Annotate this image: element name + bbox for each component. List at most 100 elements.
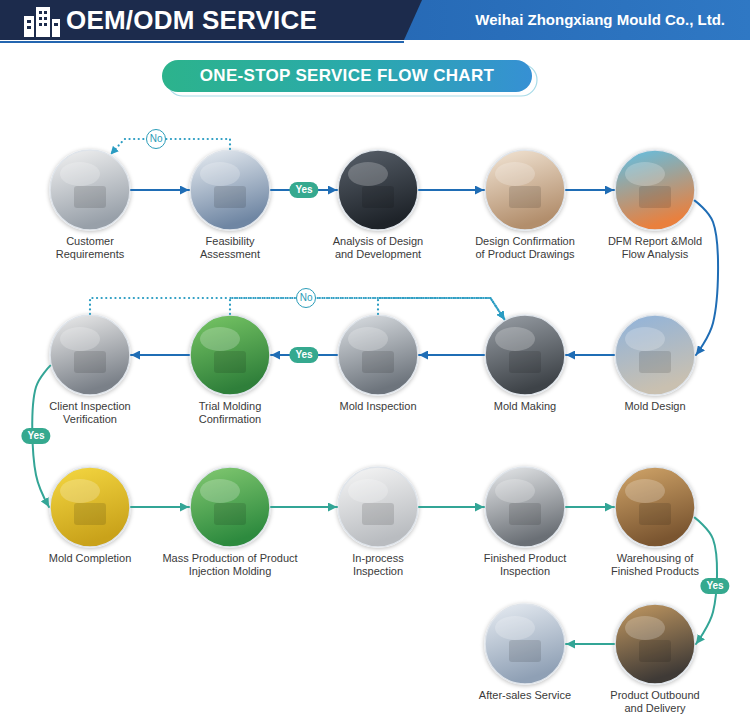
photo-circle bbox=[614, 149, 696, 231]
building-block bbox=[24, 16, 34, 37]
photo-disc bbox=[190, 315, 270, 395]
photo-disc bbox=[190, 467, 270, 547]
flow-arrow bbox=[695, 201, 718, 355]
photo-highlight bbox=[625, 327, 665, 351]
photo-subject bbox=[214, 503, 246, 525]
photo-highlight bbox=[60, 479, 100, 503]
flow-arrow bbox=[419, 354, 484, 356]
step-label: Mold Completion bbox=[38, 552, 143, 565]
process-step: After-sales Service bbox=[484, 603, 566, 685]
building-window bbox=[44, 23, 47, 26]
retry-arrow bbox=[378, 298, 505, 319]
photo-subject bbox=[639, 186, 671, 208]
process-step: In-process Inspection bbox=[337, 466, 419, 548]
step-label: Warehousing of Finished Products bbox=[603, 552, 708, 578]
photo-highlight bbox=[60, 327, 100, 351]
step-label: In-process Inspection bbox=[328, 552, 428, 578]
photo-highlight bbox=[200, 162, 240, 186]
photo-circle bbox=[49, 314, 131, 396]
photo-subject bbox=[362, 186, 394, 208]
header-band bbox=[0, 0, 750, 40]
photo-subject bbox=[639, 503, 671, 525]
step-label: Finished Product Inspection bbox=[473, 552, 578, 578]
photo-subject bbox=[509, 503, 541, 525]
photo-circle bbox=[49, 466, 131, 548]
photo-disc bbox=[615, 467, 695, 547]
step-caption: Feasibility Assessment bbox=[178, 235, 283, 261]
process-step: Finished Product Inspection bbox=[484, 466, 566, 548]
photo-disc bbox=[485, 315, 565, 395]
photo-subject bbox=[639, 640, 671, 662]
building-icon bbox=[24, 7, 60, 37]
photo-subject bbox=[362, 351, 394, 373]
step-caption: Warehousing of Finished Products bbox=[603, 552, 708, 578]
process-step: Warehousing of Finished Products bbox=[614, 466, 696, 548]
photo-circle bbox=[49, 149, 131, 231]
process-step: Design Confirmation of Product Drawings bbox=[484, 149, 566, 231]
building-window bbox=[27, 20, 31, 23]
process-step: Trial Molding Confirmation bbox=[189, 314, 271, 396]
photo-circle bbox=[337, 466, 419, 548]
decision-label: Yes bbox=[21, 428, 50, 444]
step-caption: After-sales Service bbox=[470, 689, 580, 702]
building-window bbox=[44, 11, 47, 14]
step-caption: Customer Requirements bbox=[38, 235, 143, 261]
photo-subject bbox=[74, 186, 106, 208]
step-caption: Design Confirmation of Product Drawings bbox=[471, 235, 579, 261]
photo-subject bbox=[639, 351, 671, 373]
photo-disc bbox=[338, 150, 418, 230]
photo-highlight bbox=[625, 479, 665, 503]
photo-highlight bbox=[495, 616, 535, 640]
photo-disc bbox=[338, 467, 418, 547]
step-caption: Trial Molding Confirmation bbox=[178, 400, 283, 426]
step-label: Feasibility Assessment bbox=[178, 235, 283, 261]
photo-disc bbox=[615, 604, 695, 684]
step-label: Customer Requirements bbox=[38, 235, 143, 261]
photo-highlight bbox=[625, 616, 665, 640]
decision-label: No bbox=[296, 288, 316, 308]
photo-disc bbox=[485, 604, 565, 684]
header-dark-panel bbox=[0, 0, 422, 40]
step-caption: Product Outbound and Delivery bbox=[603, 689, 708, 715]
photo-disc bbox=[50, 467, 130, 547]
building-window bbox=[44, 17, 47, 20]
process-step: Mold Making bbox=[484, 314, 566, 396]
step-label: Mass Production of Product Injection Mol… bbox=[155, 552, 305, 578]
photo-highlight bbox=[495, 327, 535, 351]
photo-subject bbox=[214, 351, 246, 373]
photo-highlight bbox=[348, 327, 388, 351]
title-pill: ONE-STOP SERVICE FLOW CHART bbox=[162, 60, 532, 92]
flow-arrow bbox=[566, 354, 614, 356]
photo-circle bbox=[614, 466, 696, 548]
step-label: After-sales Service bbox=[470, 689, 580, 702]
process-step: Mass Production of Product Injection Mol… bbox=[189, 466, 271, 548]
photo-subject bbox=[509, 351, 541, 373]
process-step: Analysis of Design and Development bbox=[337, 149, 419, 231]
retry-arrow bbox=[111, 139, 231, 154]
photo-subject bbox=[214, 186, 246, 208]
photo-subject bbox=[74, 503, 106, 525]
step-caption: DFM Report &Mold Flow Analysis bbox=[603, 235, 708, 261]
photo-subject bbox=[509, 640, 541, 662]
photo-highlight bbox=[200, 327, 240, 351]
photo-highlight bbox=[348, 162, 388, 186]
photo-disc bbox=[50, 150, 130, 230]
step-label: DFM Report &Mold Flow Analysis bbox=[603, 235, 708, 261]
process-step: Mold Design bbox=[614, 314, 696, 396]
photo-disc bbox=[485, 467, 565, 547]
decision-label: No bbox=[146, 129, 166, 149]
step-caption: Mold Making bbox=[473, 400, 578, 413]
photo-disc bbox=[190, 150, 270, 230]
step-caption: In-process Inspection bbox=[328, 552, 428, 578]
building-block bbox=[36, 7, 50, 37]
step-caption: Client Inspection Verification bbox=[38, 400, 143, 426]
building-window bbox=[27, 26, 31, 29]
flow-arrow bbox=[131, 189, 189, 191]
photo-disc bbox=[50, 315, 130, 395]
building-window bbox=[39, 23, 42, 26]
photo-subject bbox=[509, 186, 541, 208]
decision-label: Yes bbox=[289, 347, 318, 363]
step-label: Mold Inspection bbox=[326, 400, 431, 413]
